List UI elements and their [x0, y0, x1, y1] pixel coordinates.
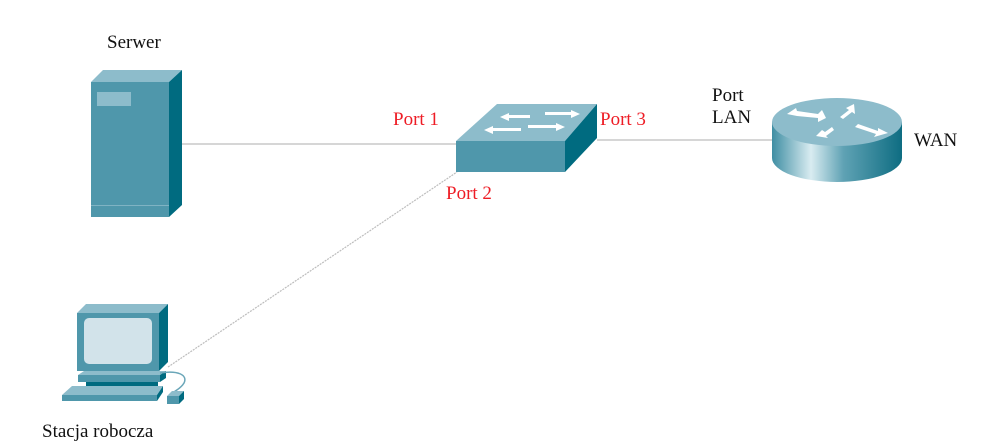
router-lan-label-line2: LAN [712, 107, 752, 128]
workstation-label: Stacja robocza [42, 421, 154, 442]
port3-label: Port 3 [600, 109, 646, 130]
server-label: Serwer [107, 32, 161, 53]
workstation-icon[interactable] [62, 304, 186, 404]
port1-label: Port 1 [393, 109, 439, 130]
link-workstation-switch [167, 171, 458, 368]
router-wan-label: WAN [914, 130, 958, 151]
router-lan-label-line1: Port [712, 85, 744, 106]
server-icon[interactable] [91, 70, 182, 217]
switch-icon[interactable] [456, 104, 597, 172]
port2-label: Port 2 [446, 183, 492, 204]
router-icon[interactable] [772, 98, 902, 182]
